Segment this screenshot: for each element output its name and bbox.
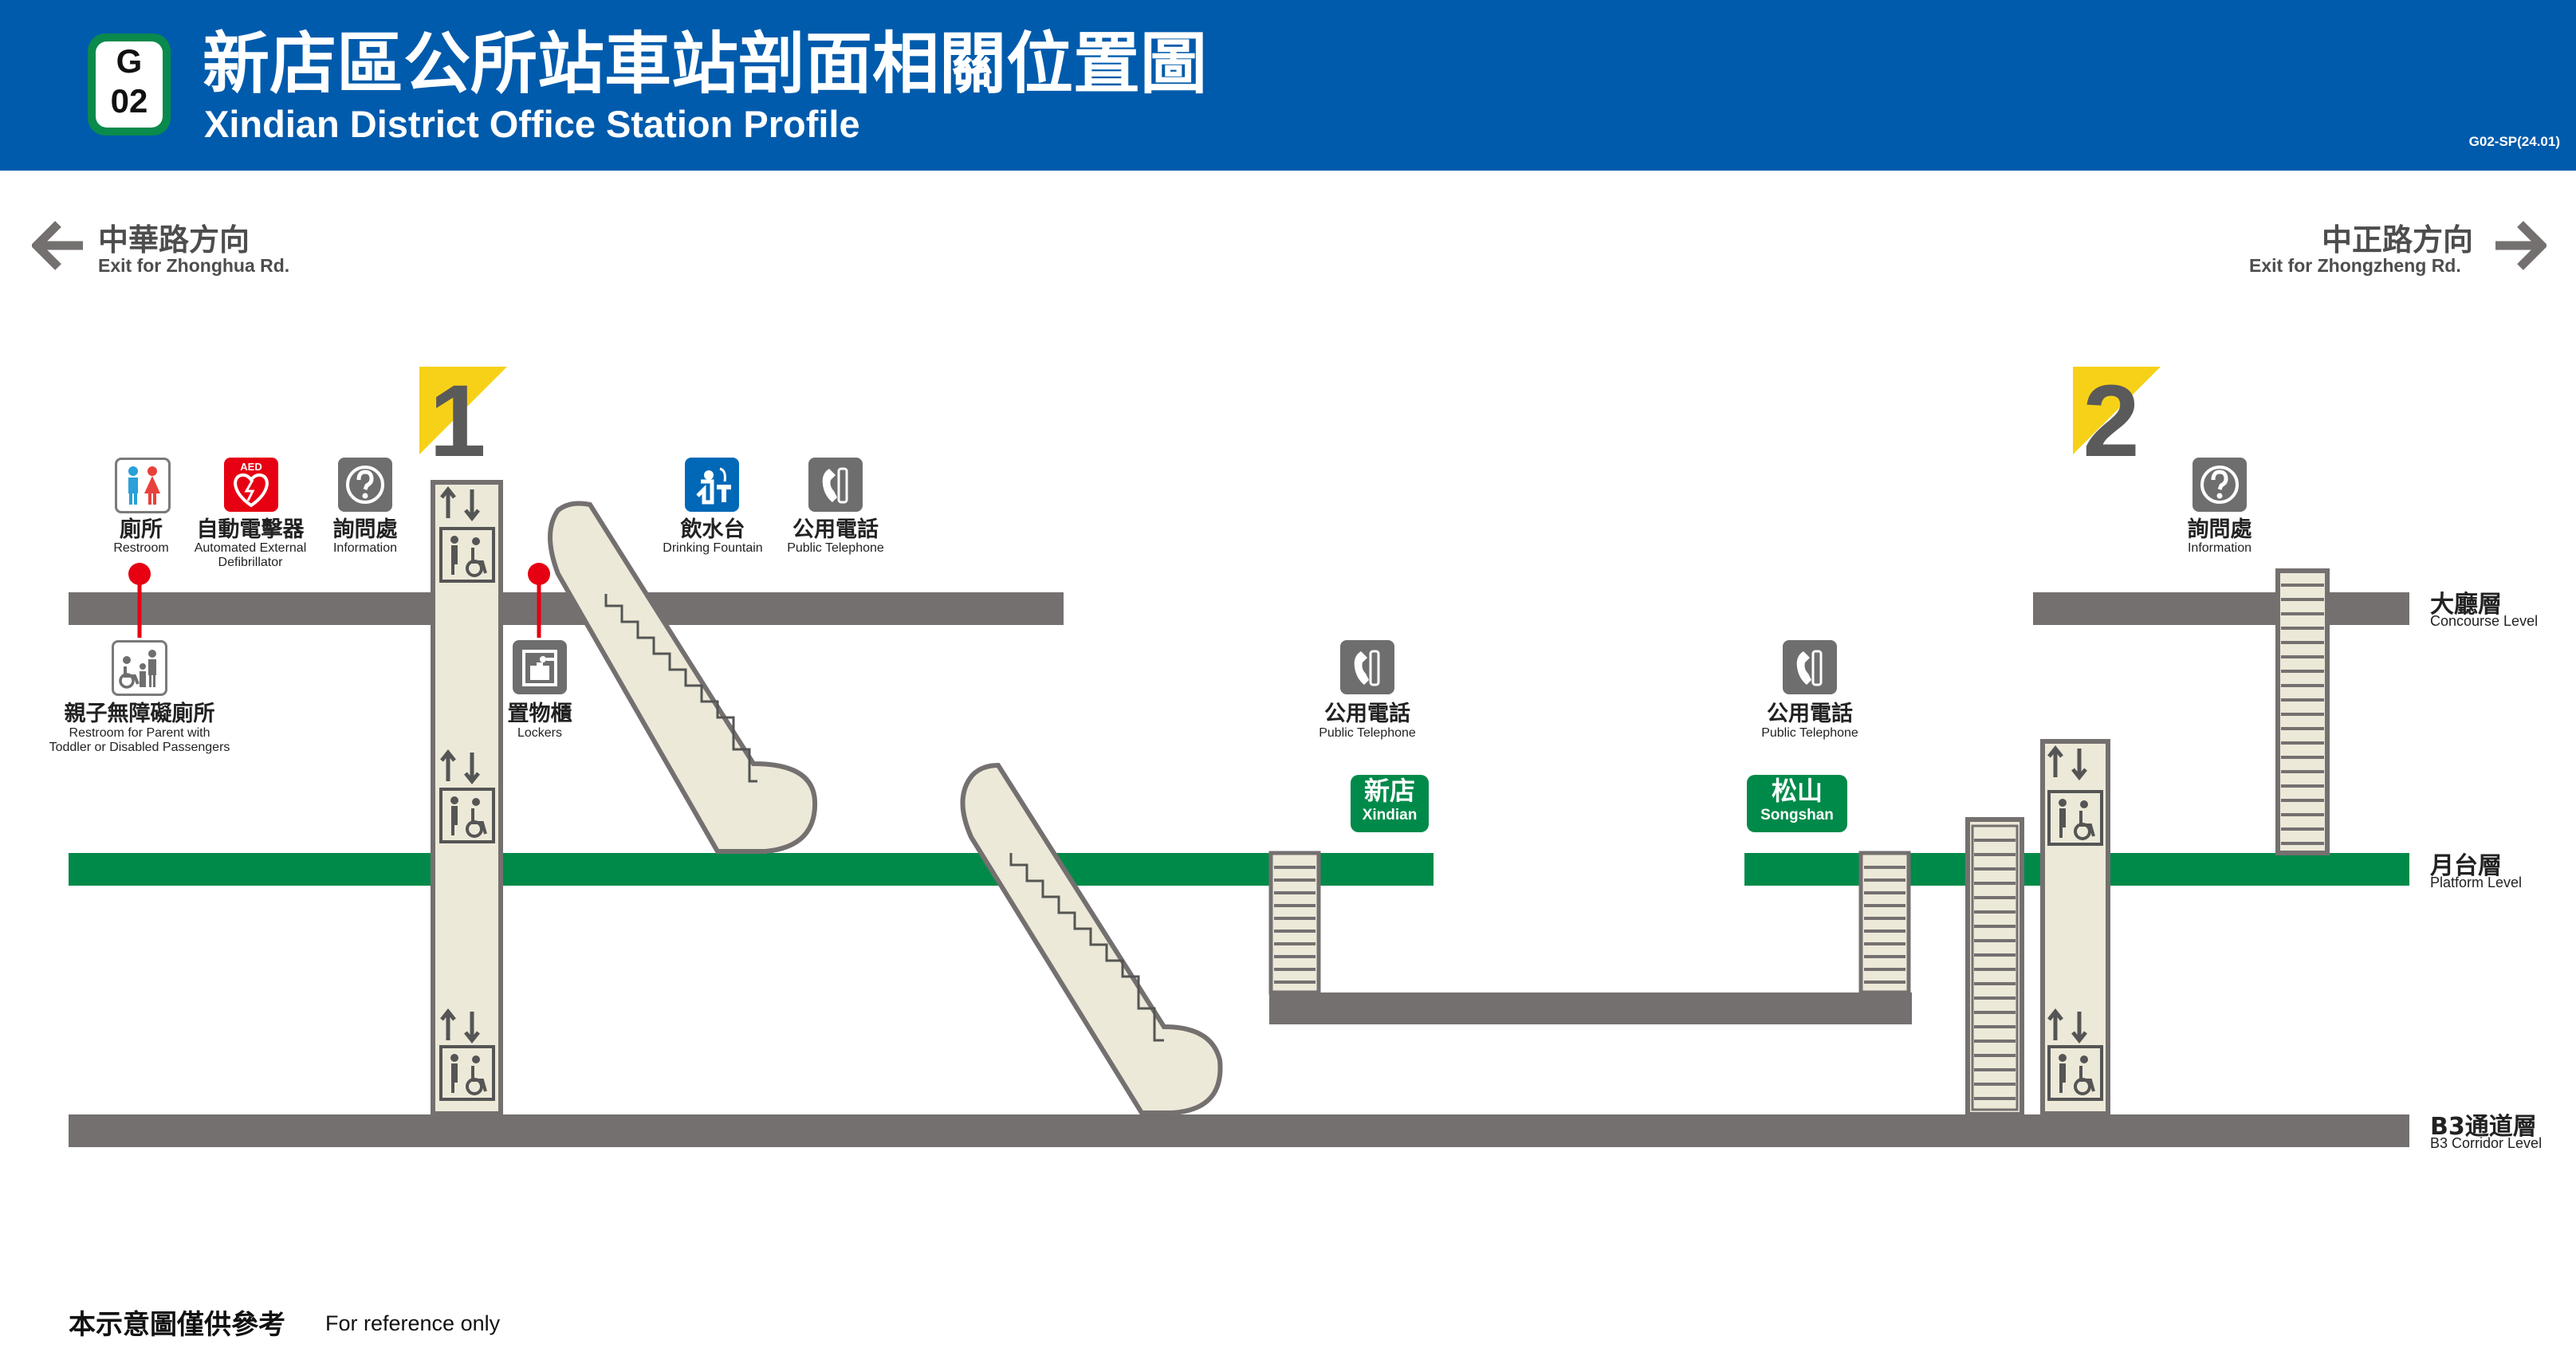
exit-1-marker: 1: [419, 367, 507, 462]
b3-corridor-level-label-en: B3 Corridor Level: [2430, 1135, 2543, 1151]
stairs-b3-platform: [1965, 817, 2024, 1117]
drinking-fountain-label-en: Drinking Fountain: [663, 541, 763, 555]
telephone-label-en: Public Telephone: [787, 541, 884, 555]
disclaimer-zh: 本示意圖僅供參考: [69, 1309, 285, 1341]
b3-corridor-level: [69, 1114, 2409, 1147]
aed-icon: AED: [224, 458, 278, 512]
information-icon: [338, 458, 392, 512]
aed-icon-text: AED: [240, 461, 262, 473]
telephone-icon: [1340, 640, 1394, 694]
destination-songshan-zh: 松山: [1771, 776, 1823, 806]
lockers-label-en: Lockers: [517, 726, 563, 740]
stairs-platform-left: [1268, 851, 1321, 995]
family-restroom-label-en-2: Toddler or Disabled Passengers: [49, 741, 230, 754]
telephone-label: 公用電話: [792, 517, 879, 542]
direction-right-zh: 中正路方向: [2322, 222, 2474, 257]
destination-xindian-zh: 新店: [1363, 776, 1415, 806]
elevator-shaft-right: [2040, 739, 2110, 1116]
restroom-label-en: Restroom: [113, 541, 169, 555]
stairs-concourse-platform-right: [2275, 568, 2330, 855]
exit-2-number: 2: [2082, 367, 2139, 462]
arrow-right-icon: [2495, 221, 2547, 270]
direction-left-zh: 中華路方向: [98, 222, 250, 257]
elevator-shaft-left: [431, 480, 503, 1116]
arrow-left-icon: [32, 221, 83, 270]
exit-2-marker: 2: [2073, 367, 2161, 462]
aed-label-en-1: Automated External: [194, 541, 307, 555]
telephone-icon: [1783, 640, 1837, 694]
information-label-en: Information: [332, 541, 398, 555]
aed-label: 自動電擊器: [196, 517, 305, 542]
line-code: G: [116, 42, 143, 80]
header-bar: G 02 新店區公所站車站剖面相關位置圖 Xindian District Of…: [0, 0, 2576, 171]
restroom-icon: [115, 458, 171, 513]
page-title-zh: 新店區公所站車站剖面相關位置圖: [203, 25, 1208, 103]
disclaimer-en: For reference only: [325, 1311, 501, 1335]
pin-lockers: [528, 563, 550, 638]
information-label: 詢問處: [332, 517, 398, 542]
direction-right-en: Exit for Zhongzheng Rd.: [2249, 255, 2461, 276]
platform-level-label-en: Platform Level: [2430, 875, 2523, 890]
document-code: G02-SP(24.01): [2468, 134, 2560, 149]
information-icon: [2193, 458, 2247, 512]
platform-level-label: 月台層: [2430, 852, 2502, 880]
concourse-level-label-en: Concourse Level: [2430, 613, 2539, 629]
destination-songshan-en: Songshan: [1760, 807, 1834, 823]
information-label-right-en: Information: [2187, 541, 2252, 555]
family-restroom-label: 親子無障礙廁所: [64, 702, 215, 726]
telephone-platform-right-label-en: Public Telephone: [1761, 726, 1858, 740]
exit-1-number: 1: [429, 367, 486, 462]
station-number: 02: [110, 82, 148, 120]
pin-family-restroom: [128, 563, 151, 638]
information-label-right: 詢問處: [2187, 517, 2252, 542]
b3-corridor-level-label: B3通道層: [2430, 1113, 2537, 1141]
escalator-concourse-platform: [548, 501, 818, 854]
telephone-platform-right-label: 公用電話: [1767, 702, 1853, 726]
stairs-platform-right: [1858, 851, 1911, 995]
concourse-level-label: 大廳層: [2430, 591, 2502, 619]
page-title-en: Xindian District Office Station Profile: [204, 103, 860, 145]
destination-xindian-en: Xindian: [1362, 807, 1418, 823]
transfer-corridor: [1269, 992, 1912, 1024]
platform-level-left: [69, 853, 1434, 886]
drinking-fountain-label: 飲水台: [680, 517, 745, 542]
concourse-level-left: [69, 592, 1064, 625]
direction-left-en: Exit for Zhonghua Rd.: [98, 255, 290, 276]
family-restroom-label-en-1: Restroom for Parent with: [69, 726, 210, 740]
accessible-family-restroom-icon: [112, 640, 167, 696]
drinking-fountain-icon: [685, 458, 739, 512]
escalator-platform-b3: [960, 762, 1223, 1115]
lockers-label: 置物櫃: [507, 702, 572, 726]
restroom-label: 廁所: [120, 517, 163, 542]
aed-label-en-2: Defibrillator: [218, 556, 283, 569]
station-code-badge: G 02: [88, 33, 171, 136]
concourse-level-right: [2033, 592, 2409, 625]
telephone-icon: [808, 458, 863, 512]
locker-icon: [513, 640, 567, 694]
telephone-platform-left-label: 公用電話: [1324, 702, 1410, 726]
destination-songshan: 松山 Songshan: [1747, 775, 1847, 832]
destination-xindian: 新店 Xindian: [1351, 775, 1429, 832]
telephone-platform-left-label-en: Public Telephone: [1319, 726, 1416, 740]
